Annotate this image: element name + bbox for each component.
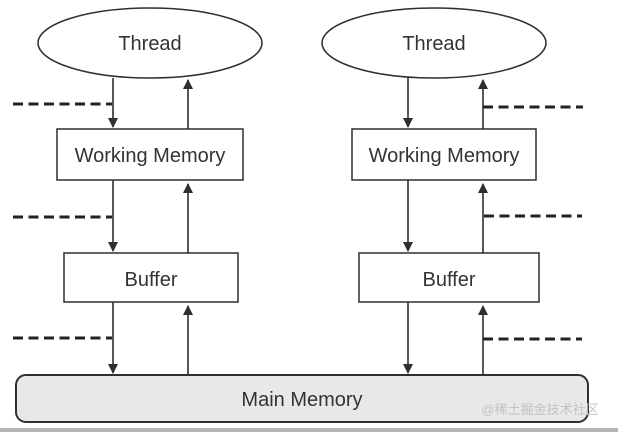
working-memory-1-box <box>56 128 244 181</box>
thread-column-2: Thread Working Memory Buffer <box>321 7 547 375</box>
buffer-1-label: Buffer <box>125 269 178 291</box>
working-memory-1-label: Working Memory <box>75 145 226 167</box>
working-memory-2-label: Working Memory <box>369 145 520 167</box>
image-bottom-edge <box>0 428 618 432</box>
main-memory-label: Main Memory <box>241 389 362 411</box>
main-memory-box <box>15 374 589 423</box>
buffer-2-label: Buffer <box>423 269 476 291</box>
thread-2-ellipse <box>321 7 547 79</box>
buffer-1-box <box>63 252 239 303</box>
thread-column-1: Thread Working Memory Buffer <box>37 7 263 375</box>
layer-boundaries <box>13 102 583 341</box>
watermark-text: @稀土掘金技术社区 <box>481 402 598 417</box>
thread-2-label: Thread <box>402 33 465 55</box>
thread-1-ellipse <box>37 7 263 79</box>
main-memory: Main Memory @稀土掘金技术社区 <box>15 374 599 423</box>
thread-1-label: Thread <box>118 33 181 55</box>
working-memory-2-box <box>351 128 537 181</box>
buffer-2-box <box>358 252 540 303</box>
